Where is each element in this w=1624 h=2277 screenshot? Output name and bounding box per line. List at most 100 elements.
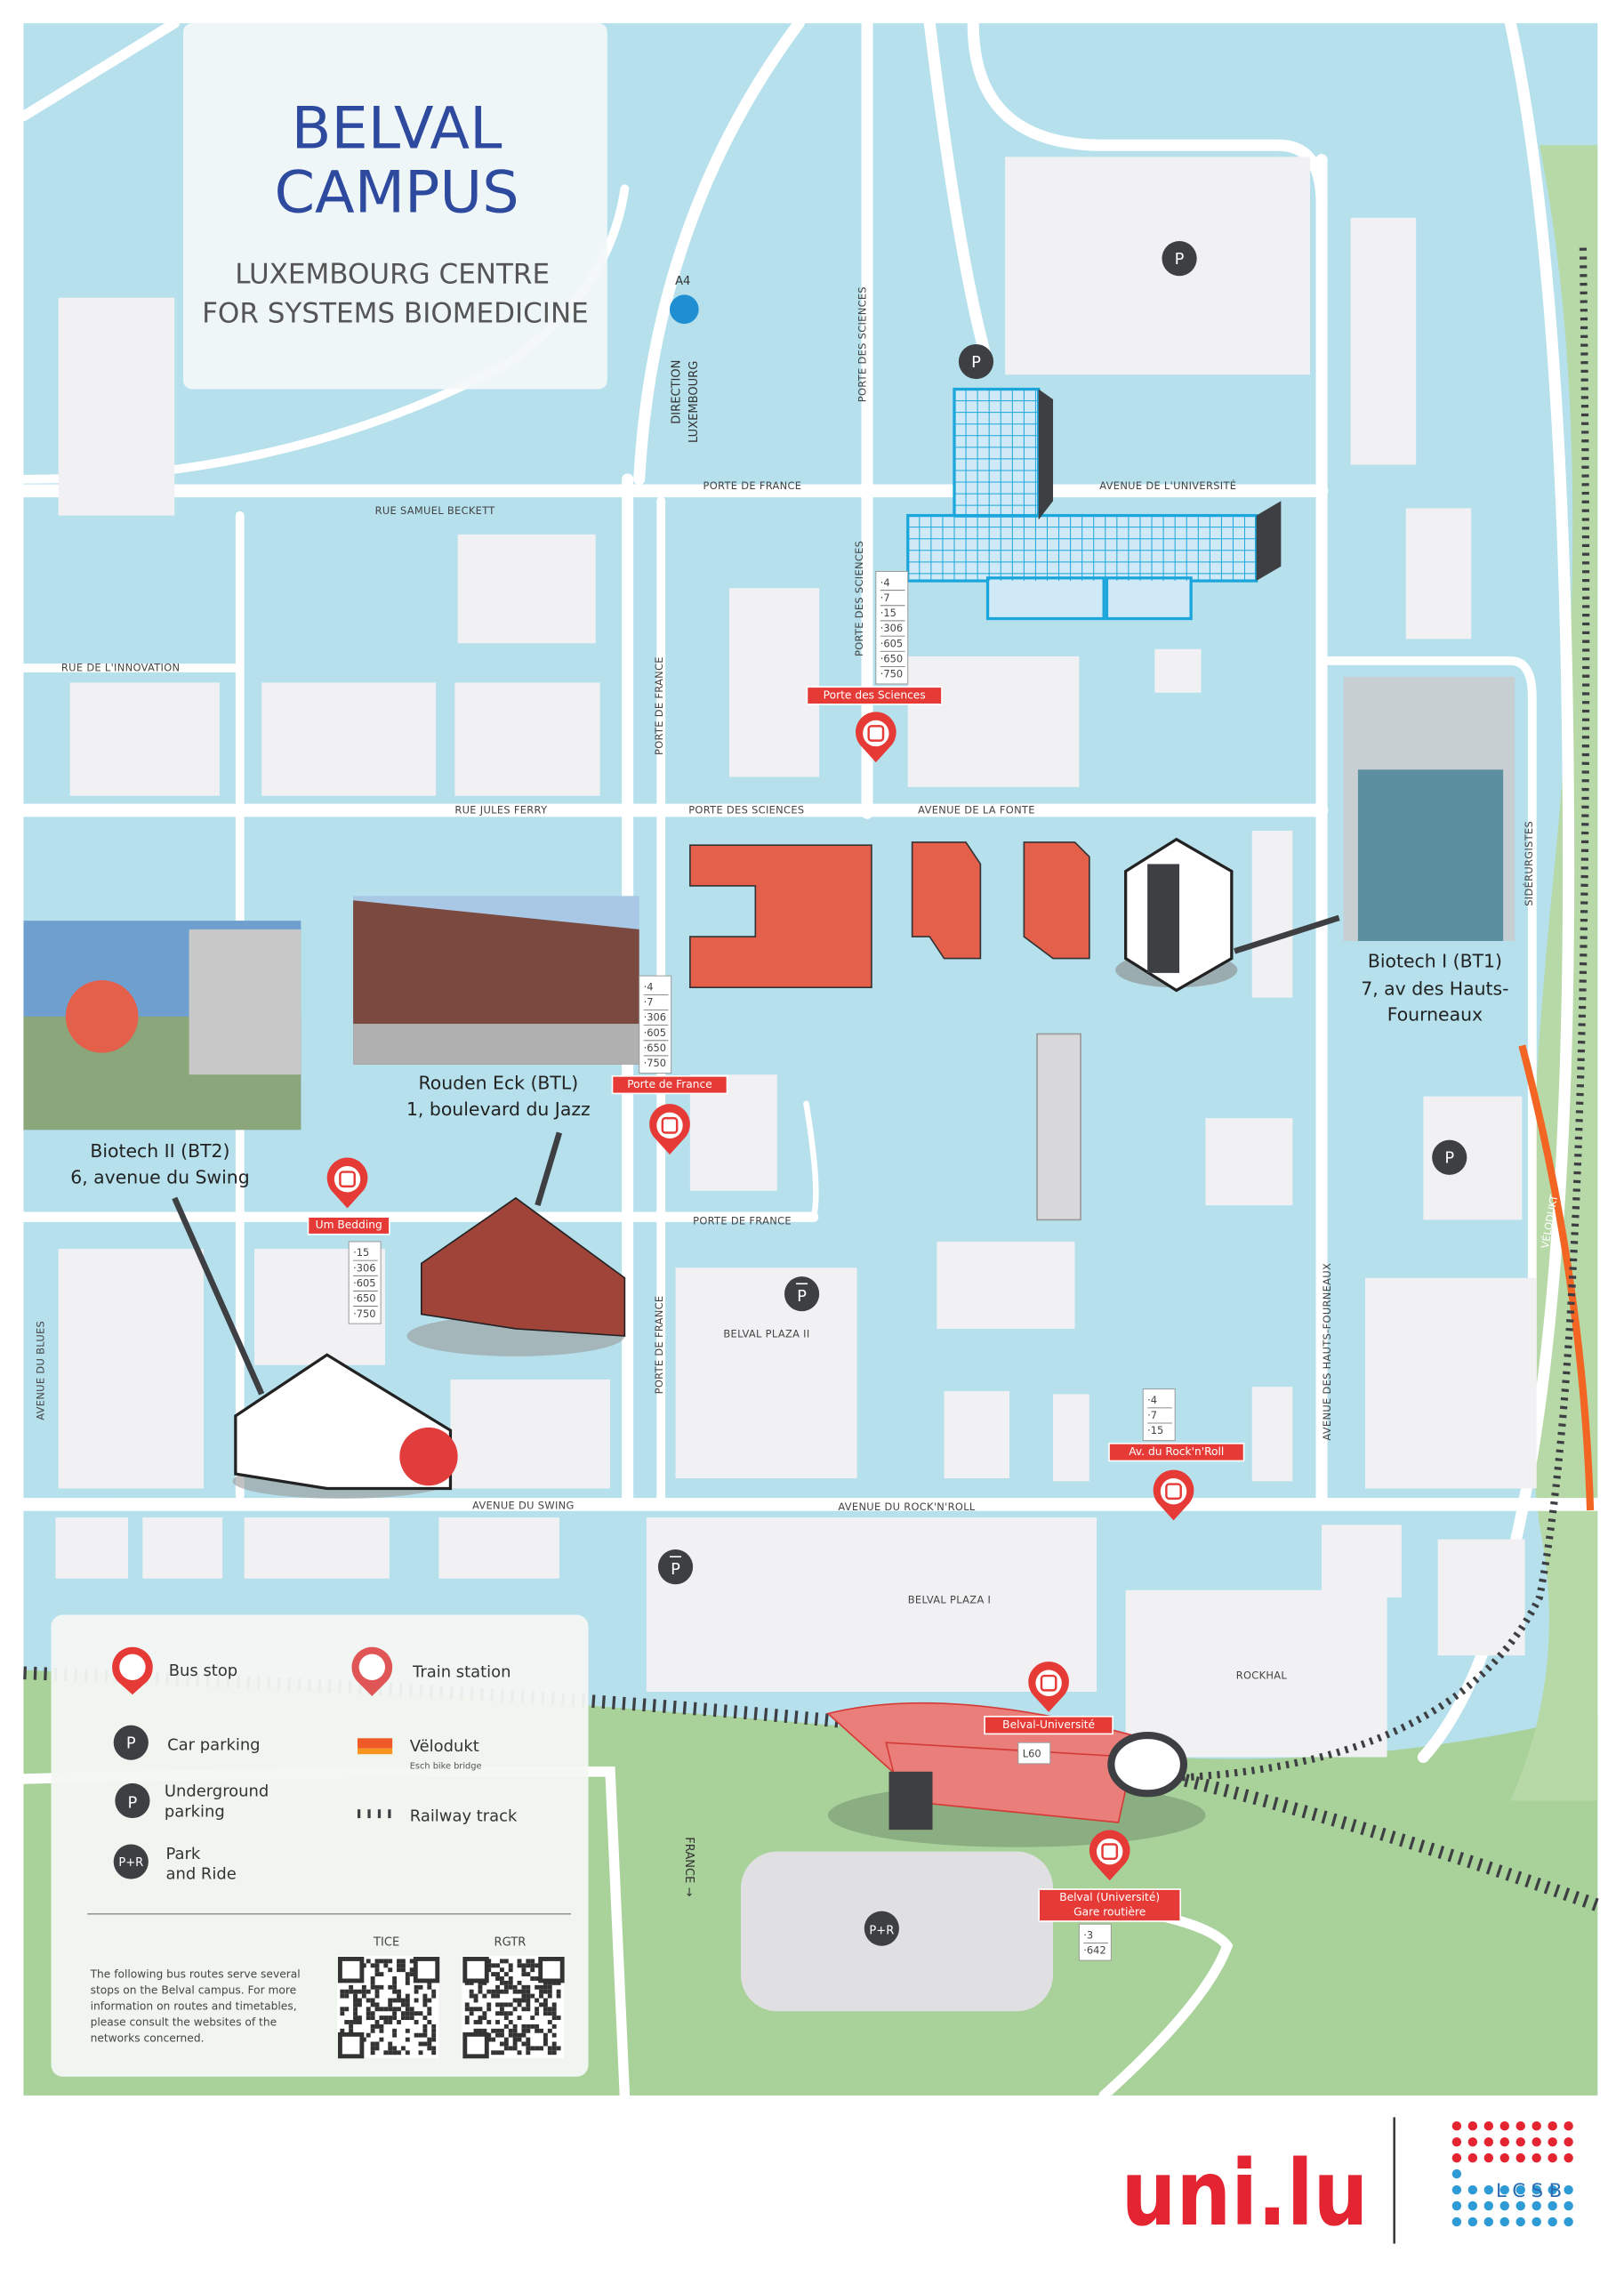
qr-module (551, 2032, 557, 2038)
bus-stop-um-bedding[interactable]: Um Bedding·15·306·605·650·750 (307, 1157, 390, 1324)
qr-module (427, 2007, 432, 2012)
bus-stop-rocknroll[interactable]: Av. du Rock'n'Roll·4·7·15 (1108, 1388, 1245, 1521)
qr-module (405, 2050, 410, 2056)
qr-module (414, 1984, 419, 1990)
qr-module (388, 1967, 393, 1973)
stop-name: Gare routière (1073, 1905, 1146, 1918)
qr-module (526, 2007, 531, 2012)
car-parking-icon[interactable]: P (1162, 241, 1197, 277)
qr-module (495, 2011, 500, 2016)
bus-stop-porte-sciences[interactable]: Porte des Sciences·4·7·15·306·605·650·75… (806, 570, 943, 763)
lcsb-dot (1483, 2217, 1494, 2227)
qr-module (392, 2050, 398, 2056)
stop-name: Belval (Université) (1059, 1891, 1160, 1903)
qr-module (517, 1998, 522, 2003)
qr-module (535, 2024, 540, 2029)
qr-module (495, 2050, 500, 2056)
btl-address: 1, boulevard du Jazz (406, 1098, 591, 1120)
qr-module (374, 1984, 380, 1990)
qr-code-rgtr[interactable] (462, 1956, 565, 2059)
qr-module (388, 1984, 393, 1990)
qr-module (512, 1989, 518, 1994)
qr-module (491, 1989, 496, 1994)
btl-building-icon (406, 1196, 626, 1356)
qr-module (499, 2011, 504, 2016)
qr-module (539, 2028, 543, 2033)
legend-pr-icon (113, 1844, 149, 1879)
qr-module (556, 2016, 561, 2021)
route-box (1142, 1388, 1176, 1442)
bus-stop-porte-france[interactable]: Porte de France·4·7·306·605·650·750 (611, 975, 728, 1155)
route-box (639, 975, 672, 1074)
buildings (55, 157, 1537, 2012)
qr-module (431, 2037, 437, 2042)
qr-module (530, 2024, 535, 2029)
qr-module (357, 2002, 362, 2007)
qr-module (478, 1989, 483, 1994)
car-parking-icon[interactable]: P (1432, 1139, 1467, 1175)
street-avenue-rocknroll: AVENUE DU ROCK'N'ROLL (838, 1501, 975, 1513)
lcsb-dot (1451, 2201, 1462, 2211)
bus-stop-gare-routiere[interactable]: Belval (Université)Gare routière·3·642 (1038, 1830, 1182, 1961)
qr-module (491, 2037, 496, 2042)
legend-parking-icon (113, 1725, 149, 1760)
qr-module (370, 2024, 375, 2029)
qr-module (374, 1989, 380, 1994)
qr-module (405, 1976, 410, 1981)
qr-module (482, 2016, 487, 2021)
underground-parking-icon[interactable]: P (657, 1549, 694, 1585)
lcsb-dot (1564, 2201, 1573, 2211)
red-buildings (689, 841, 1090, 1221)
qr-module (353, 1989, 358, 1994)
underground-parking-icon[interactable]: P (784, 1276, 820, 1312)
qr-module (547, 1993, 552, 1999)
subtitle-line1: LUXEMBOURG CENTRE (235, 258, 550, 290)
qr-module (366, 2016, 371, 2021)
street-porte-de-france: PORTE DE FRANCE (703, 479, 802, 492)
pin-inner (1097, 1838, 1123, 1865)
legend-bus-stop: Bus stop (169, 1661, 237, 1680)
qr-module (469, 2007, 474, 2012)
bt1-name: Biotech I (BT1) (1368, 950, 1502, 971)
lcsb-logo-text: LCSB (1496, 2180, 1568, 2202)
lcsb-dot (1451, 2184, 1462, 2195)
route-number: ·15 (1147, 1424, 1163, 1436)
qr-module (526, 2002, 531, 2007)
qr-module (388, 2016, 393, 2021)
qr-code-tice[interactable] (337, 1956, 440, 2059)
qr-module (512, 2032, 518, 2038)
car-parking-icon[interactable]: P (958, 343, 994, 380)
route-number: ·4 (1147, 1394, 1157, 1406)
bt1-building-icon (1115, 837, 1238, 993)
qr-module (535, 2011, 540, 2016)
route-number: ·15 (353, 1246, 369, 1259)
route-number: ·750 (880, 668, 903, 680)
qr-module (357, 1989, 362, 1994)
qr-module (521, 1984, 527, 1990)
qr-module (535, 1976, 540, 1981)
street-avenue-blues: AVENUE DU BLUES (34, 1321, 46, 1420)
qr-module (374, 2007, 380, 2012)
lcsb-dot (1467, 2201, 1478, 2211)
street-porte-des-sciences: PORTE DES SCIENCES (688, 803, 804, 816)
qr-module (473, 2028, 478, 2033)
qr-module (535, 2028, 540, 2033)
qr-module (539, 2002, 543, 2007)
qr-module (526, 1959, 531, 1964)
bus-glyph-icon (867, 725, 885, 742)
qr-module (344, 2007, 350, 2012)
qr-module (508, 2028, 513, 2033)
qr-module (556, 2046, 561, 2051)
legend-bus-stop-icon (112, 1646, 153, 1695)
qr-module (427, 2011, 432, 2016)
qr-module (392, 2032, 398, 2038)
qr-module (361, 1993, 366, 1999)
stop-name: Porte de France (627, 1078, 712, 1090)
qr-module (551, 2016, 557, 2021)
qr-label-tice: TICE (373, 1936, 399, 1950)
park-and-ride-icon[interactable]: P+R (864, 1911, 899, 1946)
qr-module (392, 1989, 398, 1994)
qr-module (353, 2011, 358, 2016)
qr-module (478, 2028, 483, 2033)
